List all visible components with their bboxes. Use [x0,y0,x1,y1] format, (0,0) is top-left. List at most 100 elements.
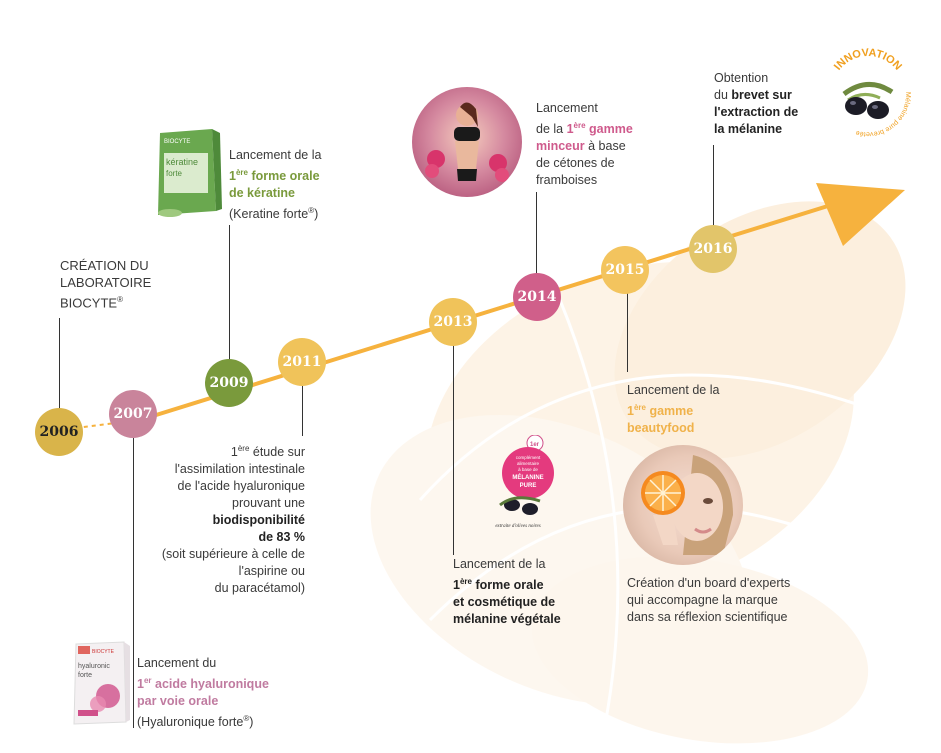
event-2009-line3: de kératine [229,186,296,201]
melanine-badge-line2: alimentaire [517,461,540,466]
event-2015-line1: Lancement de la [627,383,720,397]
keratine-sub: forte [166,169,183,178]
melanine-badge-line3: à base de [518,467,538,472]
connector-2016 [713,145,714,230]
event-2006-line2: LABORATOIRE [60,275,152,290]
event-2006-text: CRÉATION DU LABORATOIRE BIOCYTE® [60,257,151,311]
registered-mark: ® [308,206,315,216]
event-2007-close: ) [249,715,254,730]
connector-2015 [627,290,628,372]
event-2007-ordinal: 1 [137,677,144,692]
innovation-label: INNOVATION [832,47,904,73]
keratine-forte-product-image: BIOCYTE kératine forte [158,129,222,217]
melanine-badge-line1: complément [516,455,541,460]
innovation-badge: INNOVATION Mélanine pure brevetée [832,47,911,138]
event-2011-line4: prouvant une [232,496,305,511]
event-2015-line2: gamme [645,404,694,419]
event-2011-line5: biodisponibilité [212,513,305,528]
event-2013-line1: Lancement de la [453,557,546,571]
event-2009-ordinal-sup: ère [235,168,248,177]
event-2009-line4: (Keratine forte [229,207,309,222]
event-2007-line3: par voie orale [137,694,219,709]
connector-2011 [302,386,303,436]
year-2011: 2011 [278,338,326,386]
hyal-brand: BIOCYTE [92,649,115,655]
event-2013-ordinal-sup: ère [459,577,472,586]
event-2007-text: Lancement du 1er acide hyaluronique par … [137,655,269,731]
event-2011-line1: étude sur [249,445,305,460]
event-2015-ordinal: 1 [627,404,634,419]
event-2007-ordinal-sup: er [143,676,152,685]
event-2013-line3: et cosmétique de [453,595,556,610]
event-2014-line2a: de la [536,122,567,137]
event-2014-line5: framboises [536,173,598,188]
year-2013: 2013 [429,298,477,346]
event-2015-experts-text: Création d'un board d'experts qui accomp… [627,575,790,626]
event-2016-text: Obtention du brevet sur l'extraction de … [714,70,798,138]
keratine-brand: BIOCYTE [164,139,190,145]
event-2014-line1: Lancement [536,101,598,115]
event-2014-line3b: à base [584,139,626,154]
event-2013-ordinal: 1 [453,578,460,593]
event-2016-line1: Obtention [714,71,769,85]
year-2009: 2009 [205,359,253,407]
event-2014-text: Lancement de la 1ère gamme minceur à bas… [536,100,633,189]
connector-2009 [229,225,230,367]
connector-2014 [536,192,537,280]
year-2014: 2014 [513,273,561,321]
event-2009-ordinal: 1 [229,169,236,184]
event-2006-line1: CRÉATION DU [60,258,149,273]
event-2014-line3a: minceur [536,139,585,154]
event-2006-line3: BIOCYTE [60,295,118,311]
event-2011-line6: de 83 % [258,530,305,545]
melanine-badge-line4: MÉLANINE [512,473,543,481]
hyal-sub: forte [78,672,92,679]
event-2014-ordinal: 1 [566,122,574,137]
orange-woman-photo [623,445,743,565]
event-2015-line4: Création d'un board d'experts [627,576,791,590]
event-2007-line2: acide hyaluronique [151,677,269,692]
melanine-badge-foot: extraite d'olives noires [495,524,540,529]
timeline-arrow-head [816,183,905,246]
event-2011-line8: l'aspirine ou [238,564,305,579]
innovation-label-path: INNOVATION [832,47,904,73]
event-2016-line2a: du [714,88,732,102]
event-2007-line4: (Hyaluronique forte [137,715,244,730]
fitness-woman-photo [412,87,522,197]
event-2009-line2: forme orale [247,169,320,184]
event-2015-line6: dans sa réflexion scientifique [627,610,788,624]
hyaluronic-forte-product-image: BIOCYTE hyaluronic forte [73,641,130,725]
registered-mark: ® [243,714,250,724]
event-2015-ordinal-sup: ère [633,403,646,412]
event-2015-line3: beautyfood [627,421,695,436]
event-2016-line2b: brevet sur [731,88,792,102]
event-2011-ordinal-sup: ère [237,444,250,453]
event-2011-line3: de l'acide hyaluronique [177,479,305,494]
event-2011-line2: l'assimilation intestinale [174,462,305,477]
event-2011-line9: du paracétamol) [214,581,305,596]
event-2013-text: Lancement de la 1ère forme orale et cosm… [453,556,561,628]
registered-mark: ® [117,295,123,304]
year-2006: 2006 [35,408,83,456]
melanine-badge-line5: PURE [520,483,537,489]
fitness-woman-illustration [425,102,509,182]
event-2014-line2b: gamme [585,122,633,137]
event-2014-ordinal-sup: ère [573,121,586,130]
timeline-arrow-shaft [139,194,861,422]
event-2009-line1: Lancement de la [229,148,322,162]
event-2015-text: Lancement de la 1ère gamme beautyfood [627,382,719,437]
connector-2007 [133,438,134,728]
connector-2006 [59,318,60,414]
year-2007: 2007 [109,390,157,438]
connector-2013 [453,343,454,555]
orange-woman-illustration [641,455,733,555]
event-2016-line4: la mélanine [714,122,783,136]
melanine-pure-badge: 1er complément alimentaire à base de MÉL… [495,435,554,529]
event-2013-line2: forme orale [471,578,544,593]
year-2015: 2015 [601,246,649,294]
event-2011-ordinal: 1 [230,445,238,460]
event-2007-line1: Lancement du [137,656,217,670]
event-2011-text: 1ère étude sur l'assimilation intestinal… [150,440,305,597]
event-2009-text: Lancement de la 1ère forme orale de kéra… [229,147,321,223]
event-2016-line3: l'extraction de [714,105,799,119]
